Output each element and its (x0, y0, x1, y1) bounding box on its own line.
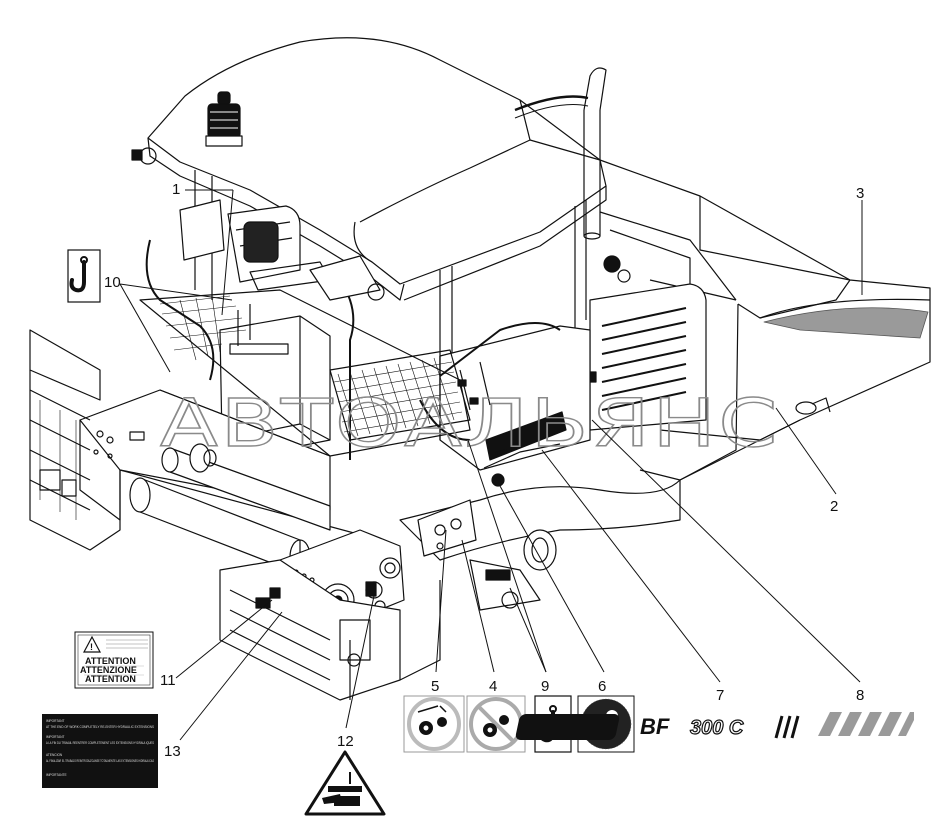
hand-crush-icon (322, 772, 362, 806)
callout-2: 2 (830, 498, 838, 515)
push-rollers (129, 443, 331, 575)
important-header: IMPORTANT (46, 719, 65, 723)
decal-stripes-8 (818, 712, 914, 736)
callout-11: 11 (160, 672, 176, 689)
decal-important-13: IMPORTANT AT THE END OF WORK COMPLETELY … (42, 714, 158, 788)
model-prefix: BF (640, 714, 670, 739)
decal-attention-11: ! ATTENTION ATTENZIONE ATTENTION (74, 631, 154, 689)
decal-model-7: BF 300 C (515, 714, 800, 740)
important-header-c: ATENCION (46, 753, 63, 757)
decal-gears-prohibited-4 (466, 695, 526, 753)
model-number: 300 C (690, 717, 744, 739)
svg-text:!: ! (90, 642, 93, 652)
decal-crush-hazard-12 (304, 750, 386, 816)
screed-lower (219, 559, 401, 701)
callout-7: 7 (716, 687, 724, 704)
operator-console: BF300C (439, 325, 591, 487)
paver-machine-drawing: BF300C (29, 37, 931, 701)
decal-gears-5 (403, 695, 465, 753)
callout-6: 6 (598, 678, 606, 695)
exhaust-pipe (583, 67, 607, 240)
callout-numbers: 1 2 3 4 5 6 7 8 9 10 11 12 13 (104, 181, 864, 760)
callout-4: 4 (489, 678, 497, 695)
operator-seat (227, 205, 331, 291)
canopy-roof (147, 37, 607, 301)
callout-10: 10 (104, 274, 121, 291)
grated-platform (139, 289, 471, 457)
lifting-hook-icon (69, 256, 88, 293)
control-box (219, 304, 331, 457)
callout-5: 5 (431, 678, 439, 695)
decal-hook-10 (67, 249, 101, 303)
attention-line-1: ATTENTION (85, 656, 136, 666)
callout-3: 3 (856, 185, 864, 202)
leader-lines (119, 189, 863, 741)
important-line-c: AL FINALIZAR EL TRABAJO REINTRODUZCANSE … (46, 759, 154, 763)
hopper (599, 159, 931, 481)
callout-12: 12 (337, 733, 354, 750)
undercarriage (399, 479, 681, 681)
important-line-b: A LA FIN DU TRAVAIL REENTRER COMPLETEMEN… (46, 741, 154, 745)
attention-line-3: ATTENTION (85, 674, 136, 684)
warning-triangle-icon (83, 635, 101, 653)
callout-13: 13 (164, 743, 181, 760)
callout-9: 9 (541, 678, 549, 695)
attention-line-2: ATTENZIONE (80, 665, 137, 675)
important-header-b: IMPORTANT (46, 735, 65, 739)
screed-left (29, 329, 121, 551)
important-line-a: AT THE END OF WORK COMPLETELY RE-ENTER H… (46, 725, 154, 729)
beacon-light (205, 91, 243, 147)
engine-grille (587, 283, 707, 431)
callout-1: 1 (172, 181, 180, 198)
callout-8: 8 (856, 687, 864, 704)
important-footer: IMPORTANTE (46, 773, 67, 777)
svg-text:BF300C: BF300C (495, 448, 508, 456)
watermark-text: АВТОАЛЬЯНС (160, 385, 780, 462)
